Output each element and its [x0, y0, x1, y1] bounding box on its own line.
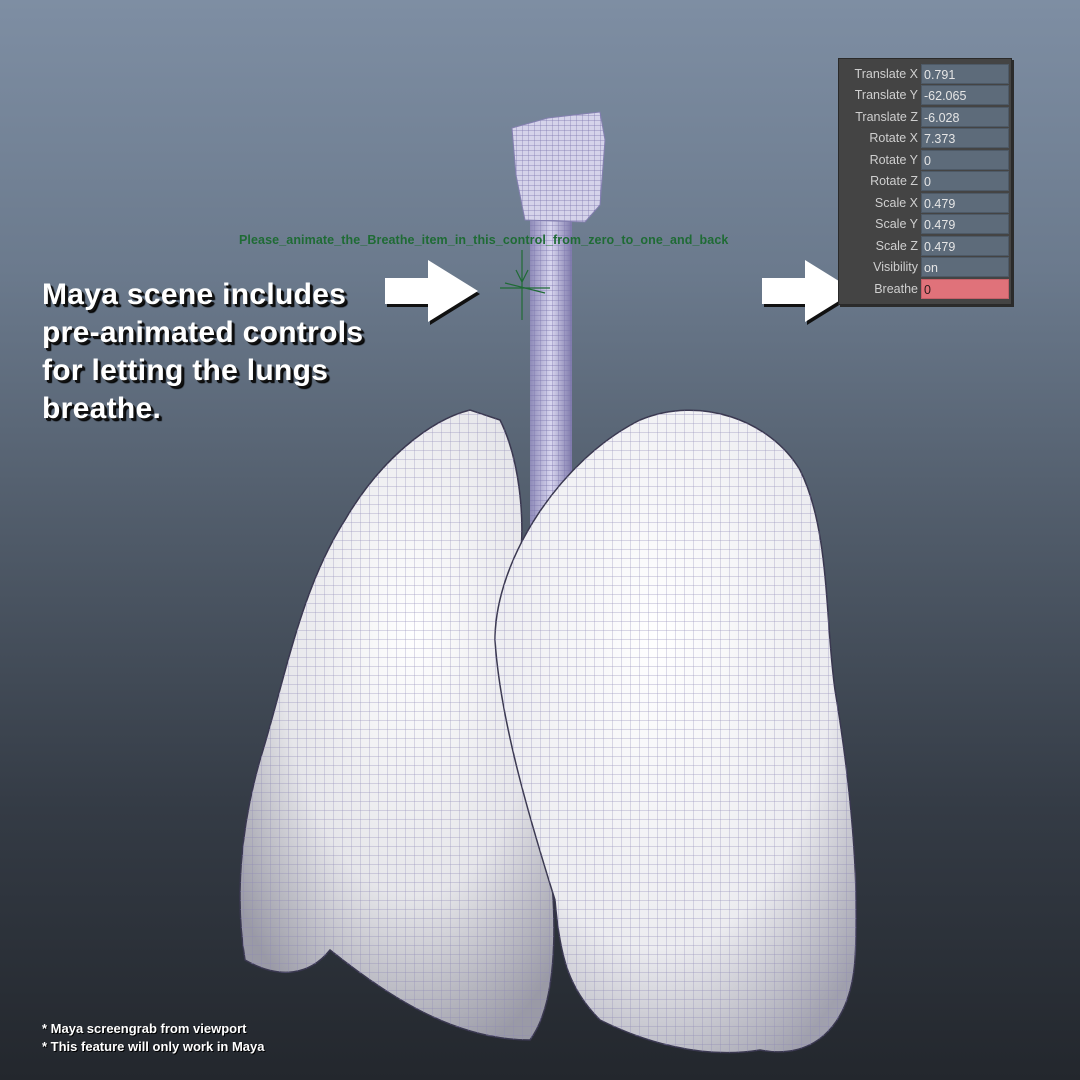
channel-label[interactable]: Translate Y	[854, 88, 918, 103]
channel-value-field[interactable]: -62.065	[921, 85, 1009, 106]
feature-caption: Maya scene includes pre-animated control…	[42, 276, 402, 428]
locator-cross-icon[interactable]	[500, 250, 550, 320]
channel-label[interactable]: Rotate Z	[870, 174, 918, 189]
channel-value-field[interactable]: 0	[921, 149, 1009, 170]
channel-box: Translate X 0.791 Translate Y -62.065 Tr…	[838, 58, 1012, 305]
channel-value-field[interactable]: 0.791	[921, 63, 1009, 84]
channel-value-field[interactable]: on	[921, 257, 1009, 278]
breathe-value-field[interactable]: 0	[921, 278, 1009, 299]
channel-label[interactable]: Translate X	[854, 66, 918, 81]
channel-label[interactable]: Rotate Y	[869, 152, 918, 167]
caption-line: for letting the lungs	[42, 354, 329, 387]
caption-line: breathe.	[42, 392, 162, 425]
channel-row-rotate-x[interactable]: Rotate X 7.373	[839, 128, 1009, 150]
channel-value-field[interactable]: 0.479	[921, 235, 1009, 256]
channel-row-scale-x[interactable]: Scale X 0.479	[839, 192, 1009, 214]
channel-label[interactable]: Scale Y	[875, 217, 918, 232]
channel-row-rotate-y[interactable]: Rotate Y 0	[839, 149, 1009, 171]
channel-label[interactable]: Breathe	[874, 281, 918, 296]
channel-row-translate-y[interactable]: Translate Y -62.065	[839, 85, 1009, 107]
locator-annotation: Please_animate_the_Breathe_item_in_this_…	[239, 233, 729, 247]
channel-value-field[interactable]: 7.373	[921, 128, 1009, 149]
channel-label[interactable]: Visibility	[873, 260, 918, 275]
footnote: * Maya screengrab from viewport	[42, 1021, 247, 1036]
channel-value-field[interactable]: 0.479	[921, 214, 1009, 235]
footnote: * This feature will only work in Maya	[42, 1039, 265, 1054]
channel-label[interactable]: Rotate X	[869, 131, 918, 146]
caption-line: Maya scene includes	[42, 278, 347, 311]
trachea	[511, 111, 606, 605]
channel-value-field[interactable]: -6.028	[921, 106, 1009, 127]
channel-row-scale-z[interactable]: Scale Z 0.479	[839, 235, 1009, 257]
right-lung	[494, 409, 858, 1054]
channel-row-translate-x[interactable]: Translate X 0.791	[839, 63, 1009, 85]
channel-value-field[interactable]: 0	[921, 171, 1009, 192]
channel-label[interactable]: Scale X	[874, 195, 918, 210]
channel-row-visibility[interactable]: Visibility on	[839, 257, 1009, 279]
channel-value-field[interactable]: 0.479	[921, 192, 1009, 213]
channel-row-rotate-z[interactable]: Rotate Z 0	[839, 171, 1009, 193]
footnotes: * Maya screengrab from viewport * This f…	[42, 1020, 265, 1056]
channel-row-scale-y[interactable]: Scale Y 0.479	[839, 214, 1009, 236]
channel-row-translate-z[interactable]: Translate Z -6.028	[839, 106, 1009, 128]
channel-label[interactable]: Scale Z	[875, 238, 918, 253]
right-arrow-icon	[762, 260, 857, 325]
channel-row-breathe[interactable]: Breathe 0	[839, 278, 1009, 300]
right-arrow-icon	[385, 260, 480, 325]
channel-label[interactable]: Translate Z	[855, 109, 918, 124]
caption-line: pre-animated controls	[42, 316, 364, 349]
